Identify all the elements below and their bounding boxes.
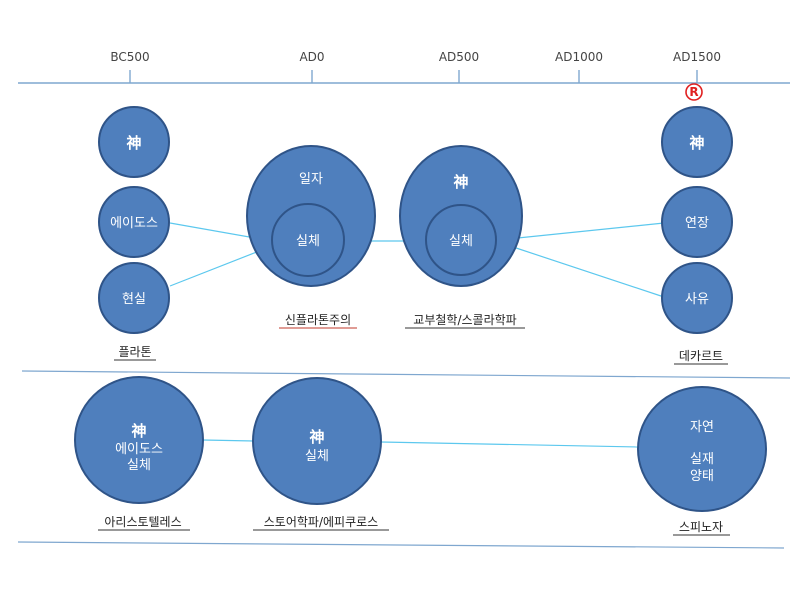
row-separator-bottom: [17, 541, 785, 549]
plato-eidos-node: 에이도스: [98, 186, 170, 258]
tick-label-ad0: AD0: [299, 50, 324, 64]
label-stoic: 스토어학파/에피쿠로스: [264, 515, 378, 529]
scholastic-god-text: 神: [453, 173, 468, 191]
spinoza-line-2: 실재: [690, 452, 714, 467]
neo-substance-text: 실체: [296, 234, 320, 249]
scholastic-node: 神 실체: [399, 145, 523, 287]
connector-reality-neo: [169, 245, 273, 287]
tick-label-ad500: AD500: [439, 50, 479, 64]
label-neoplatonism: 신플라톤주의: [285, 313, 351, 327]
neoplatonism-node: 일자 실체: [246, 145, 376, 287]
label-descartes: 데카르트: [679, 349, 723, 363]
descartes-thought-text: 사유: [685, 292, 709, 307]
aristotle-line-3: 실체: [127, 458, 151, 473]
descartes-extension-node: 연장: [661, 186, 733, 258]
plato-god-text: 神: [126, 134, 141, 152]
connector-stoic-spinoza: [380, 441, 640, 448]
label-scholastic: 교부철학/스콜라학파: [413, 313, 516, 327]
descartes-god-node: 神: [661, 106, 733, 178]
tick-label-bc500: BC500: [110, 50, 149, 64]
label-plato: 플라톤: [118, 345, 151, 359]
aristotle-node: 神 에이도스 실체: [74, 376, 204, 504]
stoic-line-1: 神: [309, 428, 324, 446]
connectors-row2: [202, 439, 640, 448]
connector-scholastic-thought: [497, 241, 665, 298]
aristotle-line-2: 에이도스: [115, 442, 163, 457]
scholastic-substance-text: 실체: [449, 234, 473, 249]
row-separator-top: [21, 370, 791, 379]
descartes-thought-node: 사유: [661, 262, 733, 334]
plato-reality-node: 현실: [98, 262, 170, 334]
registered-mark-icon: R: [685, 83, 703, 101]
plato-eidos-text: 에이도스: [110, 216, 158, 231]
neo-one-text: 일자: [299, 172, 323, 187]
stoic-node: 神 실체: [252, 377, 382, 505]
spinoza-line-1: 자연: [690, 420, 714, 435]
spinoza-line-3: 양태: [690, 469, 714, 484]
descartes-extension-text: 연장: [685, 216, 709, 231]
descartes-god-text: 神: [689, 134, 704, 152]
connector-scholastic-extension: [497, 222, 665, 241]
spinoza-node: 자연 실재 양태: [637, 386, 767, 512]
plato-god-node: 神: [98, 106, 170, 178]
connector-aristotle-stoic: [202, 439, 255, 442]
tick-label-ad1000: AD1000: [555, 50, 603, 64]
plato-reality-text: 현실: [122, 292, 146, 307]
label-aristotle: 아리스토텔레스: [104, 515, 181, 529]
aristotle-line-1: 神: [131, 422, 146, 440]
tick-label-ad1500: AD1500: [673, 50, 721, 64]
stoic-line-2: 실체: [305, 449, 329, 464]
label-spinoza: 스피노자: [679, 520, 723, 534]
timeline-ticks: BC500 AD0 AD500 AD1000 AD1500: [110, 50, 721, 83]
registered-mark-letter: R: [689, 85, 698, 99]
